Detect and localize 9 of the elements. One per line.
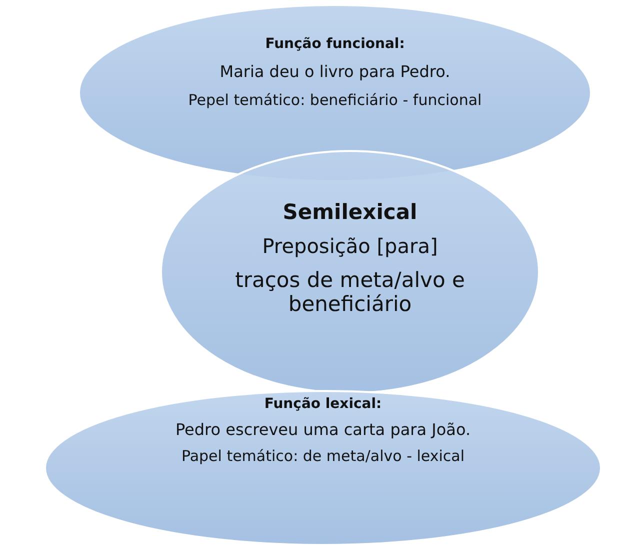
body-text: Pedro escreveu uma carta para João. [175, 420, 471, 439]
heading-text: Função lexical: [264, 396, 382, 412]
heading-text: Semilexical [282, 200, 418, 224]
body-text: Pepel temático: beneficiário - funcional [188, 91, 482, 109]
body-text: Preposição [para] [262, 234, 438, 258]
heading-text: Função funcional: [265, 36, 405, 52]
body-text: Papel temático: de meta/alvo - lexical [181, 447, 465, 465]
body-text: Maria deu o livro para Pedro. [220, 62, 450, 81]
body-text: traços de meta/alvo e beneficiário [234, 268, 466, 316]
